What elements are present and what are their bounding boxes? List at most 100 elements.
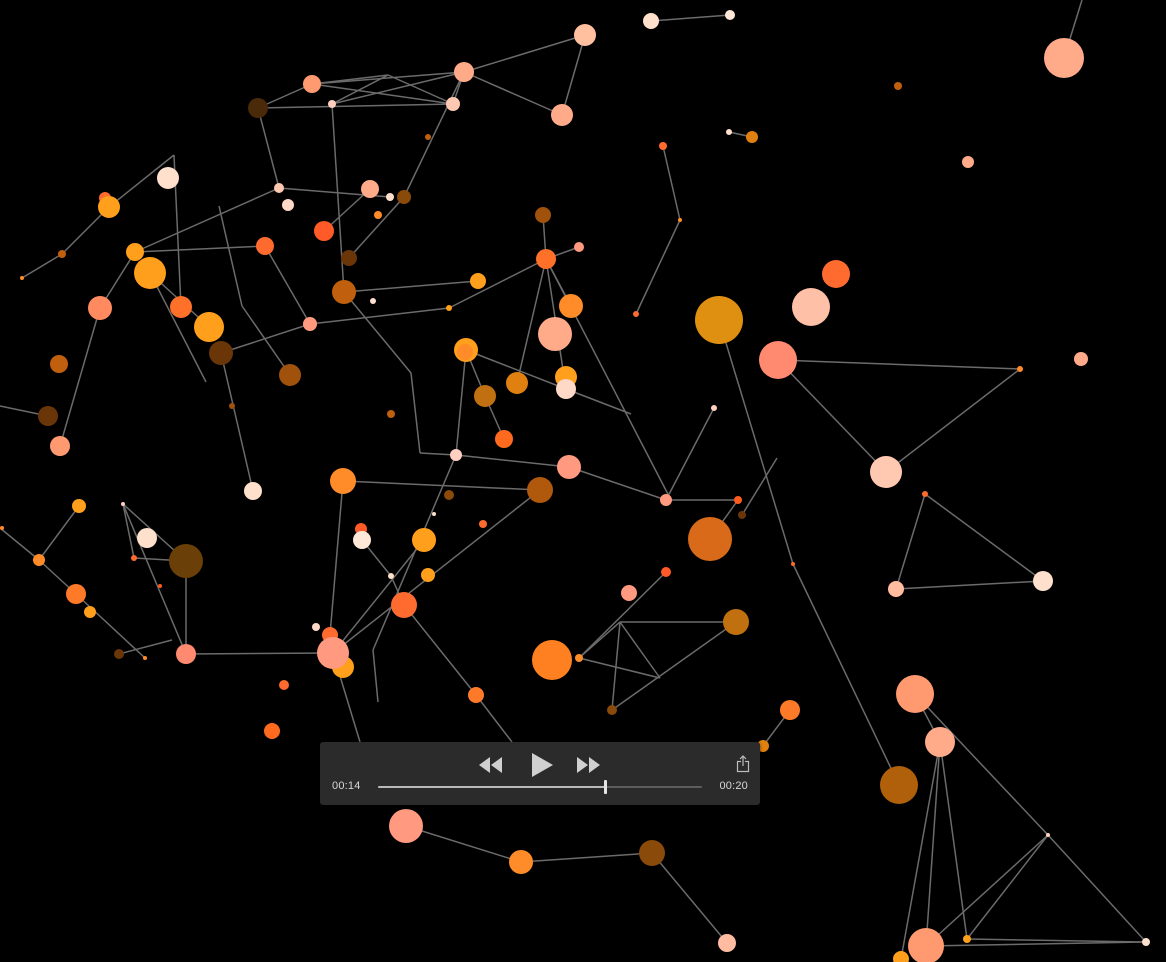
- network-node: [209, 341, 233, 365]
- network-node: [726, 129, 732, 135]
- share-icon: [736, 755, 750, 773]
- network-node: [412, 528, 436, 552]
- network-edge: [885, 368, 1021, 473]
- network-node: [256, 237, 274, 255]
- network-edge: [966, 834, 1049, 940]
- network-node: [659, 142, 667, 150]
- network-node: [1046, 833, 1050, 837]
- progress-scrubber[interactable]: [378, 780, 702, 794]
- fast-forward-icon: [577, 757, 600, 773]
- network-edge: [185, 652, 334, 655]
- network-edge: [895, 493, 926, 590]
- network-node: [397, 190, 411, 204]
- network-node: [468, 687, 484, 703]
- network-node: [312, 623, 320, 631]
- network-node: [723, 609, 749, 635]
- network-node: [506, 372, 528, 394]
- network-node: [908, 928, 944, 962]
- network-edge: [343, 291, 412, 374]
- network-edge: [792, 563, 900, 786]
- network-edge: [403, 71, 465, 198]
- network-edge: [611, 621, 621, 711]
- network-nodes: [0, 10, 1150, 962]
- network-edge: [777, 359, 887, 473]
- network-node: [264, 723, 280, 739]
- network-edge: [635, 219, 681, 315]
- network-edge: [611, 621, 737, 711]
- network-node: [158, 584, 162, 588]
- network-node: [20, 276, 24, 280]
- network-node: [38, 406, 58, 426]
- network-edge: [403, 604, 477, 696]
- network-node: [688, 517, 732, 561]
- network-node: [389, 809, 423, 843]
- network-edge: [924, 493, 1044, 582]
- network-node: [922, 491, 928, 497]
- network-edge: [329, 480, 344, 636]
- network-edge: [568, 466, 667, 501]
- network-node: [169, 544, 203, 578]
- network-node: [303, 75, 321, 93]
- rewind-button[interactable]: [478, 755, 504, 775]
- network-node: [896, 675, 934, 713]
- network-node: [50, 355, 68, 373]
- network-edge: [332, 539, 425, 654]
- play-button[interactable]: [529, 751, 555, 779]
- share-button[interactable]: [735, 755, 751, 773]
- network-edge: [665, 407, 715, 501]
- network-node: [248, 98, 268, 118]
- network-edge: [1047, 834, 1147, 943]
- network-edge: [405, 825, 522, 863]
- network-node: [72, 499, 86, 513]
- network-node: [759, 341, 797, 379]
- network-node: [474, 385, 496, 407]
- network-node: [446, 97, 460, 111]
- network-node: [495, 430, 513, 448]
- network-node: [893, 951, 909, 962]
- progress-fill: [378, 786, 605, 788]
- network-edge: [323, 188, 371, 232]
- network-node: [1017, 366, 1023, 372]
- network-node: [229, 403, 235, 409]
- network-node: [143, 656, 147, 660]
- network-node: [330, 468, 356, 494]
- network-node: [454, 62, 474, 82]
- network-node: [678, 218, 682, 222]
- network-edge: [332, 489, 541, 654]
- network-edge: [38, 505, 80, 561]
- network-node: [780, 700, 800, 720]
- network-node: [822, 260, 850, 288]
- network-node: [66, 584, 86, 604]
- network-node: [870, 456, 902, 488]
- network-edge: [561, 34, 586, 116]
- network-node: [963, 935, 971, 943]
- network-node: [328, 100, 336, 108]
- network-node: [711, 405, 717, 411]
- rewind-icon: [479, 757, 502, 773]
- network-node: [194, 312, 224, 342]
- network-node: [444, 490, 454, 500]
- network-edge: [619, 621, 661, 679]
- network-edge: [122, 503, 135, 559]
- total-time: 00:20: [719, 780, 748, 792]
- network-edge: [342, 480, 541, 491]
- scrubber-handle[interactable]: [603, 780, 607, 794]
- network-node: [725, 10, 735, 20]
- network-edge: [914, 693, 1049, 836]
- network-node: [574, 242, 584, 252]
- network-edge: [463, 34, 586, 73]
- network-node: [50, 436, 70, 456]
- network-node: [157, 167, 179, 189]
- network-node: [279, 680, 289, 690]
- network-edge: [925, 834, 1049, 947]
- network-node: [734, 496, 742, 504]
- network-node: [170, 296, 192, 318]
- network-edge: [578, 621, 621, 659]
- network-node: [279, 364, 301, 386]
- network-edge: [895, 580, 1044, 590]
- video-player-controls: 00:14 00:20: [320, 742, 760, 805]
- network-node: [126, 243, 144, 261]
- network-edge: [925, 741, 941, 947]
- fast-forward-button[interactable]: [575, 755, 601, 775]
